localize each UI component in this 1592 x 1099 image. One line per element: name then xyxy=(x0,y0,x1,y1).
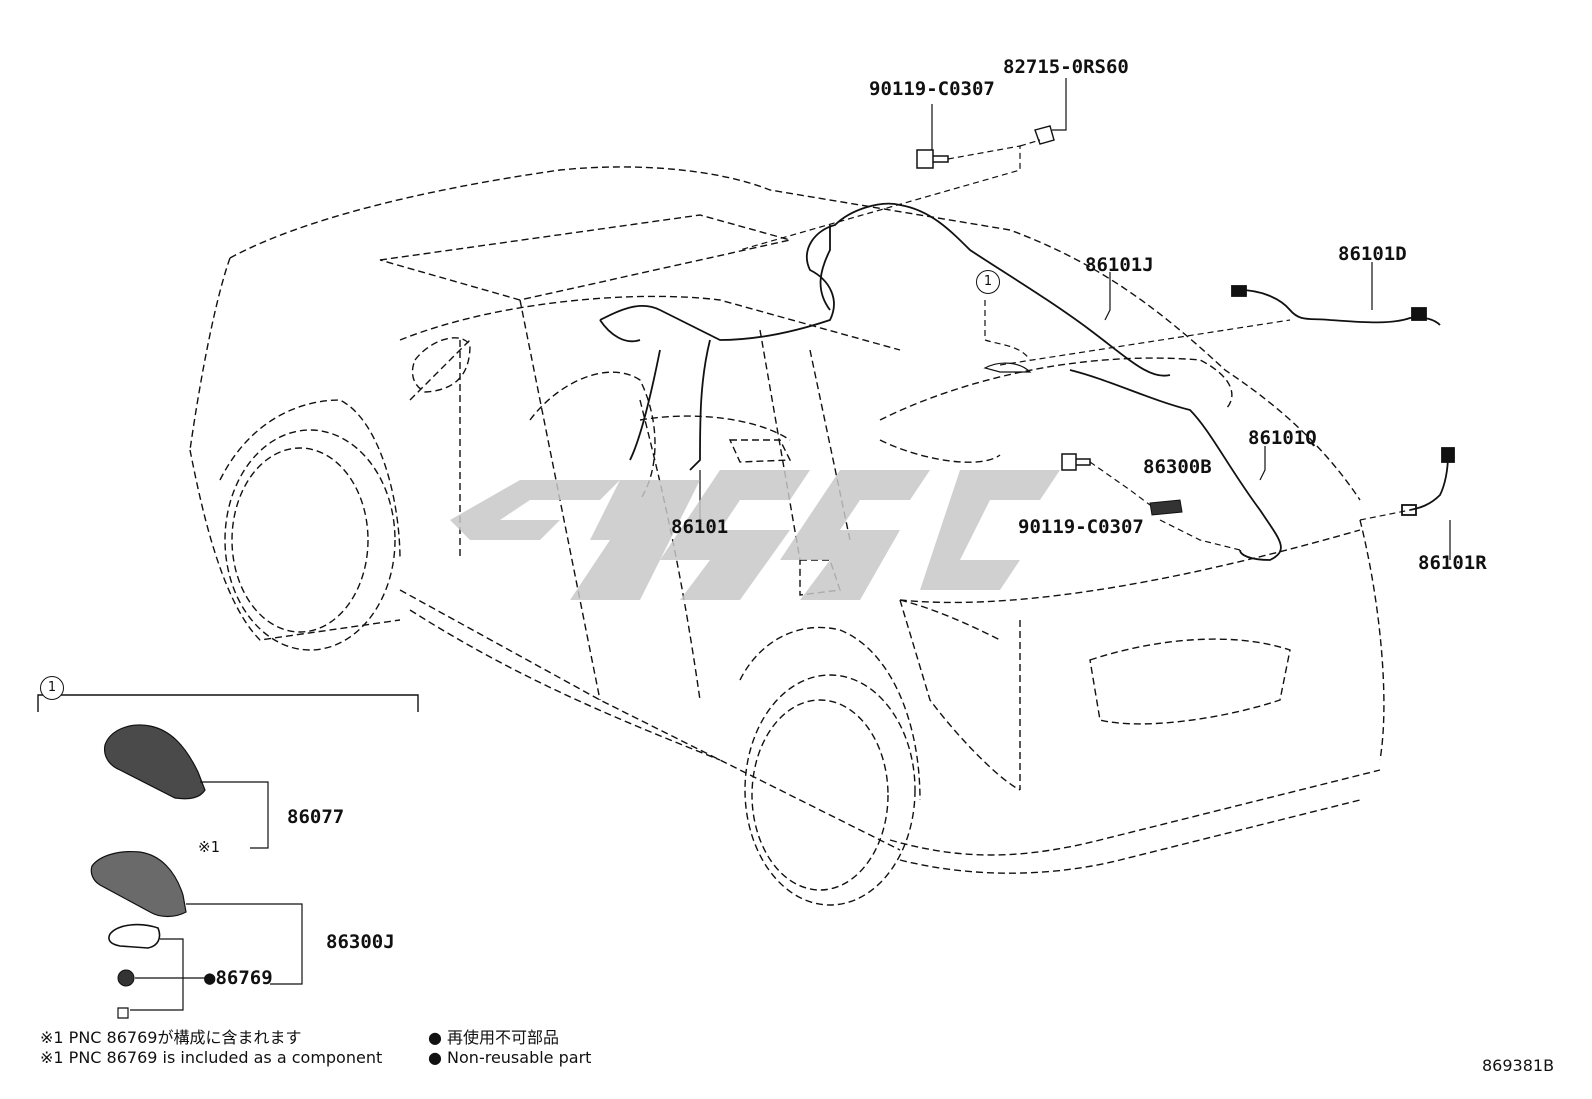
note-jp: ※1 PNC 86769が構成に含まれます xyxy=(40,1028,302,1047)
leader-86077 xyxy=(200,781,269,849)
clip-82715 xyxy=(1034,125,1055,145)
label-86300j: 86300J xyxy=(326,931,395,953)
watermark xyxy=(450,470,1060,600)
label-86077: 86077 xyxy=(287,806,345,828)
wiring-harness xyxy=(599,202,1282,561)
dashed-leaders xyxy=(739,139,1411,551)
label-86101: 86101 xyxy=(671,516,729,538)
callout-circle-inset: 1 xyxy=(40,676,64,700)
label-86101r: 86101R xyxy=(1418,552,1487,574)
callout-circle-car: 1 xyxy=(976,270,1000,294)
legend-en: ● Non-reusable part xyxy=(428,1048,592,1067)
gasket-86769 xyxy=(108,923,161,949)
nut-86769 xyxy=(117,969,135,987)
vehicle-outline xyxy=(189,166,1385,906)
harness-86101d xyxy=(1231,285,1441,326)
inset-mark-one xyxy=(983,362,1032,373)
screw-86769 xyxy=(117,1007,129,1019)
bolt-mid xyxy=(1061,453,1091,471)
label-86300b: 86300B xyxy=(1143,456,1212,478)
label-86769: ●86769 xyxy=(204,967,273,989)
label-82715-0rs60: 82715-0RS60 xyxy=(1003,56,1129,78)
label-86101j: 86101J xyxy=(1085,254,1154,276)
asterisk-note-mark: ※1 xyxy=(198,838,220,856)
antenna-assy-86300j xyxy=(90,850,187,918)
label-90119-c0307-top: 90119-C0307 xyxy=(869,78,995,100)
legend-jp: ● 再使用不可部品 xyxy=(428,1028,560,1047)
leader-86300j xyxy=(130,903,303,1011)
harness-86101r xyxy=(1401,447,1455,516)
bolt-top xyxy=(916,149,949,169)
label-90119-c0307-mid: 90119-C0307 xyxy=(1018,516,1144,538)
label-86101q: 86101Q xyxy=(1248,427,1317,449)
inset-bracket xyxy=(37,694,419,712)
antenna-amp-86300b xyxy=(1149,499,1183,516)
note-en: ※1 PNC 86769 is included as a component xyxy=(40,1048,383,1067)
label-86101d: 86101D xyxy=(1338,243,1407,265)
diagram-id: 869381B xyxy=(1482,1056,1555,1075)
shark-fin-cover-86077 xyxy=(103,724,206,800)
